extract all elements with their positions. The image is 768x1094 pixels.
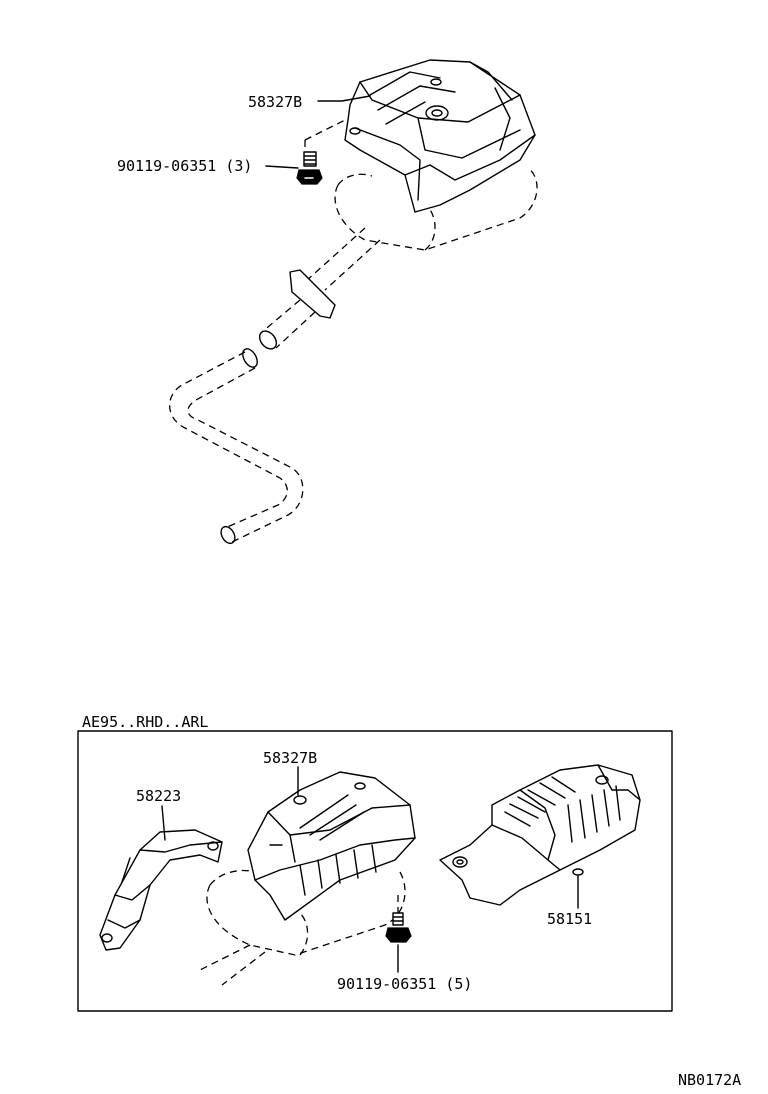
inset-assembly: 58223 58327B 58151 90119-06351 (5) xyxy=(99,749,641,993)
inset-bolt-part-label: 90119-06351 (5) xyxy=(337,975,472,993)
inset-title: AE95..RHD..ARL xyxy=(82,713,208,731)
upper-assembly: 58327B 90119-06351 (3) xyxy=(117,59,538,545)
inset-bracket xyxy=(99,829,223,951)
inset-bracket-leader xyxy=(161,805,166,841)
inset-insulator-part-label: 58151 xyxy=(547,910,592,928)
inset-heat-shield-cover xyxy=(247,771,416,921)
inset-bolt xyxy=(385,895,412,943)
upper-bolt-part-label: 90119-06351 (3) xyxy=(117,157,252,175)
upper-heat-shield-cover xyxy=(344,59,536,213)
upper-exhaust-pipe xyxy=(169,227,381,545)
upper-bolt-leader xyxy=(265,165,299,169)
inset-frame xyxy=(77,730,673,1012)
inset-bracket-part-label: 58223 xyxy=(136,787,181,805)
upper-cover-leader xyxy=(317,95,371,102)
inset-cover-part-label: 58327B xyxy=(263,749,317,767)
inset-heat-insulator xyxy=(439,764,641,906)
figure-code: NB0172A xyxy=(678,1071,741,1089)
upper-bolt xyxy=(296,119,346,185)
upper-cover-part-label: 58327B xyxy=(248,93,302,111)
